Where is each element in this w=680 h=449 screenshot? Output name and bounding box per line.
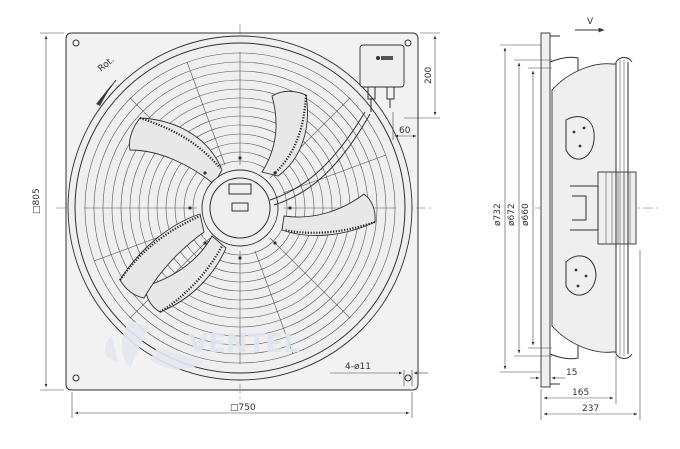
dim-d3-label: ø660 xyxy=(521,203,531,226)
mounting-hole xyxy=(72,39,80,47)
airflow-indicator: V xyxy=(575,17,605,33)
side-view: V ø732 ø672 ø660 xyxy=(493,17,660,420)
dim-d2: ø672 xyxy=(507,62,521,354)
dim-holes-label: 4-ø11 xyxy=(345,362,371,372)
front-view: Rot. □805 □750 200 60 xyxy=(32,24,440,418)
dim-d2-label: ø672 xyxy=(507,203,517,226)
dim-height: □805 xyxy=(32,32,64,391)
hub-label xyxy=(231,202,249,212)
corner-holes xyxy=(72,39,412,382)
mounting-hole xyxy=(404,39,412,47)
watermark: VENTEL xyxy=(104,320,300,370)
dim-flange-label: 15 xyxy=(566,368,577,378)
dim-box-offset-label: 200 xyxy=(424,67,434,84)
dim-height-label: □805 xyxy=(32,188,42,214)
dim-width: □750 xyxy=(71,392,413,418)
rating-plate xyxy=(228,183,252,195)
motor-hub-inner xyxy=(209,177,271,239)
dim-d1: ø732 xyxy=(493,47,507,370)
motor-cable xyxy=(269,111,366,201)
airflow-label: V xyxy=(587,17,594,27)
dim-box-side: 60 xyxy=(392,112,419,140)
dim-box-side-label: 60 xyxy=(399,126,411,136)
dim-d1-label: ø732 xyxy=(493,203,503,226)
dim-depth2: 237 xyxy=(543,404,638,416)
dim-depth1: 165 xyxy=(543,388,614,400)
dim-flange: 15 xyxy=(530,368,577,380)
motor-hub-outer xyxy=(201,169,279,247)
hub-bolts xyxy=(188,156,292,260)
dim-depth1-label: 165 xyxy=(572,388,589,398)
mounting-hole xyxy=(404,374,412,382)
inlet-ring-inner xyxy=(74,42,406,374)
watermark-text: VENTEL xyxy=(188,329,300,359)
side-plate xyxy=(540,32,551,388)
terminal-box xyxy=(359,44,405,112)
dim-box-offset: 200 xyxy=(404,32,440,119)
side-guard xyxy=(615,57,633,359)
side-motor xyxy=(570,171,637,245)
mounting-hole xyxy=(72,374,80,382)
dim-holes: 4-ø11 xyxy=(330,362,428,386)
dim-d3: ø660 xyxy=(521,70,535,346)
guard-grill xyxy=(84,52,396,364)
dim-width-label: □750 xyxy=(230,403,256,413)
fan-blades xyxy=(119,90,376,313)
dim-depth2-label: 237 xyxy=(582,404,599,414)
